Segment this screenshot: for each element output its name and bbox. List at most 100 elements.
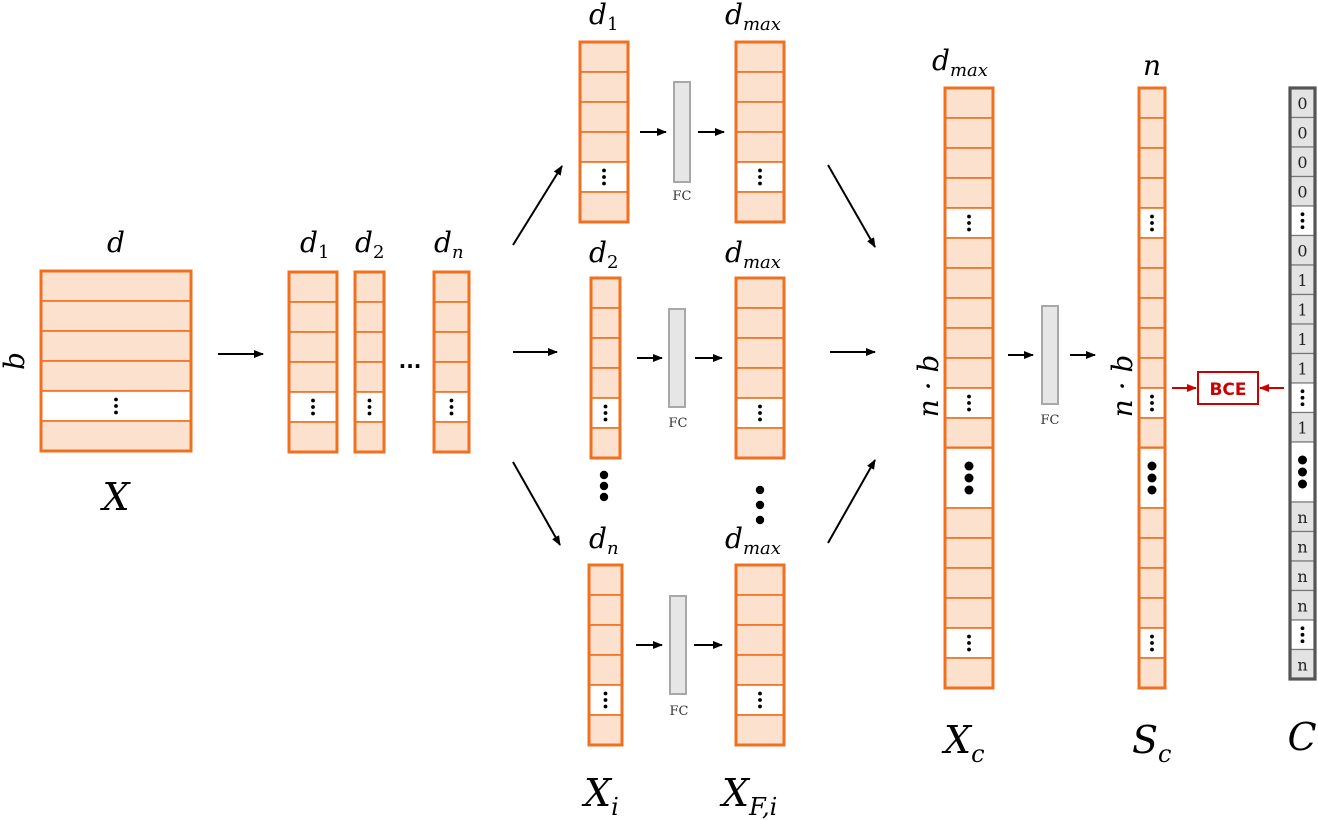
xc-block-row [944, 537, 994, 569]
branchn-output-block-row [735, 594, 785, 626]
xc-block [943, 86, 995, 450]
branchn-input-block-row [588, 564, 623, 596]
sc-block-row [1138, 87, 1166, 119]
input-x-block-row [40, 420, 192, 452]
split-block-dn-row [433, 361, 470, 393]
arrow-b1-to-xc [827, 164, 876, 248]
branch1-input-block-row [579, 131, 629, 163]
branch1-input-block [578, 40, 630, 224]
c-cell-value: 0 [1297, 182, 1307, 201]
split-block-dn-row [433, 331, 470, 363]
sc-block-row [1138, 237, 1166, 269]
branch2-output-block-row [735, 337, 785, 369]
split-ellipsis: ... [399, 349, 422, 373]
sc-block-row [1138, 267, 1166, 299]
branchn-input-block-row [588, 624, 623, 656]
sc-width-label: n [1143, 49, 1161, 82]
split-block-d2-row [354, 331, 385, 363]
c-cell [1289, 560, 1316, 592]
xc-block-row [944, 177, 994, 209]
branch1-output-block-row [735, 131, 785, 163]
split-block-dn-row [433, 271, 470, 303]
branchn-input-label: dn [589, 522, 619, 559]
split-block-d1-row [288, 271, 338, 303]
branchn-output-block-row [735, 564, 785, 596]
input-x-block-row [40, 300, 192, 332]
c-name-label: C [1287, 715, 1316, 759]
c-cell-value: 0 [1297, 241, 1307, 260]
branch-vertical-ellipsis-right [755, 485, 765, 525]
c-cell-value: 1 [1297, 330, 1307, 349]
xc-block-row [944, 567, 994, 599]
branchn-input-block-row [588, 594, 623, 626]
arrows-layer [218, 128, 1284, 649]
split-d1-label: d1 [300, 226, 329, 263]
xc-block-row [944, 147, 994, 179]
split-block-dn [432, 270, 471, 454]
split-block-dn-row [433, 301, 470, 333]
c-cell-value: n [1297, 655, 1307, 674]
branch2-output-block-row [735, 307, 785, 339]
branch1-input-block-row [579, 191, 629, 223]
branch2-input-block-row [590, 367, 621, 399]
branch1-input-block-row [579, 41, 629, 73]
branch1-output-block-row [735, 191, 785, 223]
input-x-block-row [40, 360, 192, 392]
sc-block [1137, 86, 1167, 450]
branchn-output-block-row [735, 624, 785, 656]
xc-block-row [944, 507, 994, 539]
sc-name-label: Sc [1132, 718, 1172, 768]
c-cell-value: 0 [1297, 123, 1307, 142]
input-x-block-row [40, 270, 192, 302]
bce-label: BCE [1209, 380, 1246, 400]
sc-block-row [1138, 567, 1166, 599]
c-cell-value: n [1297, 596, 1307, 615]
xc-dmax-label: dmax [932, 44, 988, 81]
sc-block-row [1138, 417, 1166, 449]
xc-block-row [944, 657, 994, 689]
sc-block-row [1138, 657, 1166, 689]
input-x-block-row [40, 330, 192, 362]
branchn-input-block-row [588, 714, 623, 746]
branch1-output-block-row [735, 41, 785, 73]
branch2-input-block [589, 276, 622, 460]
branch1-output-block-row [735, 71, 785, 103]
sc-block-row [1138, 357, 1166, 389]
branch2-input-block-row [590, 427, 621, 459]
c-cell-value: n [1297, 508, 1307, 527]
xc-block-lower [943, 86, 995, 690]
split-block-d1 [287, 270, 339, 454]
c-cell-value: 0 [1297, 94, 1307, 113]
c-cell-value: 1 [1297, 300, 1307, 319]
branch2-input-block-row [590, 337, 621, 369]
branchn-input-block [587, 563, 624, 747]
sc-height-label: n · b [1106, 355, 1139, 418]
xc-block-row [944, 327, 994, 359]
branchn-output-block [734, 563, 786, 747]
c-cell-value: 0 [1297, 153, 1307, 172]
arrow-split-to-branch1 [512, 165, 563, 246]
branch1-output-block-row [735, 101, 785, 133]
fc-label-2: FC [669, 416, 688, 431]
fc-layer-2 [668, 308, 686, 408]
fc-label-1: FC [673, 189, 692, 204]
arrow-bn-to-xc [827, 459, 876, 544]
fc-layer-final [1041, 305, 1059, 405]
sc-block-row [1138, 537, 1166, 569]
split-dn-label: dn [434, 226, 464, 263]
fc-layer-1 [673, 81, 691, 183]
split-block-dn-row [433, 421, 470, 453]
split-block-d2-row [354, 271, 385, 303]
xi-label: Xi [581, 771, 619, 820]
branch2-output-block [734, 276, 786, 460]
x-height-label: b [0, 352, 31, 370]
branchn-output-block-row [735, 714, 785, 746]
x-name-label: X [99, 475, 131, 519]
xc-block-row [944, 267, 994, 299]
branch1-output-block [734, 40, 786, 224]
split-block-d2-row [354, 421, 385, 453]
split-block-d2-row [354, 361, 385, 393]
